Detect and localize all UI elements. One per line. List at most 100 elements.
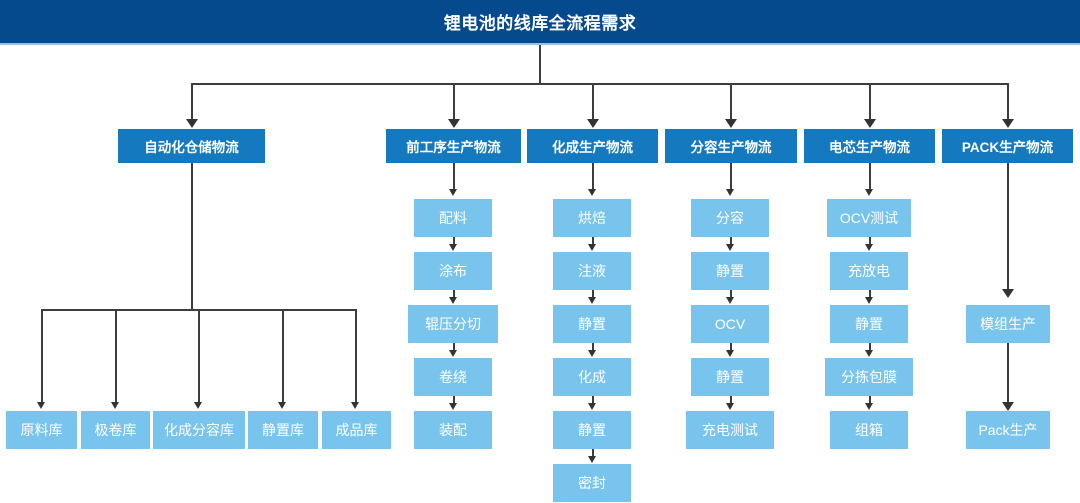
warehouse-trunk-line bbox=[191, 163, 193, 310]
warehouse-drop-2 bbox=[115, 309, 117, 404]
process-box-col5-5[interactable]: 组箱 bbox=[830, 411, 908, 449]
col2-connector-2 bbox=[453, 290, 455, 299]
arrow-warehouse-4 bbox=[278, 402, 286, 409]
col3-connector-5 bbox=[592, 449, 594, 458]
warehouse-drop-1 bbox=[41, 309, 43, 404]
process-box-col3-6[interactable]: 密封 bbox=[553, 464, 631, 502]
warehouse-drop-4 bbox=[282, 309, 284, 404]
col4-arrow-header bbox=[726, 189, 734, 196]
drop-line-col-1 bbox=[191, 83, 193, 121]
arrow-col-4 bbox=[725, 119, 737, 128]
col5-connector-1 bbox=[869, 237, 871, 246]
process-box-col2-2[interactable]: 涂布 bbox=[414, 252, 492, 290]
drop-line-col-4 bbox=[730, 83, 732, 121]
process-box-col2-1[interactable]: 配料 bbox=[414, 199, 492, 237]
col5-arrow-1 bbox=[865, 244, 873, 251]
arrow-col-5 bbox=[864, 119, 876, 128]
col2-connector-1 bbox=[453, 237, 455, 246]
process-box-col3-3[interactable]: 静置 bbox=[553, 305, 631, 343]
col5-arrow-3 bbox=[865, 350, 873, 357]
arrow-warehouse-2 bbox=[111, 402, 119, 409]
col3-arrow-3 bbox=[588, 350, 596, 357]
process-box-col4-5[interactable]: 充电测试 bbox=[686, 411, 774, 449]
arrow-col-2 bbox=[448, 119, 460, 128]
header-box-cell-production[interactable]: 电芯生产物流 bbox=[804, 129, 935, 163]
header-box-automation-warehouse[interactable]: 自动化仓储物流 bbox=[118, 129, 265, 163]
process-box-col3-5[interactable]: 静置 bbox=[553, 411, 631, 449]
col5-arrow-2 bbox=[865, 297, 873, 304]
process-box-col5-2[interactable]: 充放电 bbox=[830, 252, 908, 290]
col6-connector-1 bbox=[1007, 343, 1009, 405]
col6-arrow-header bbox=[1002, 289, 1014, 298]
warehouse-drop-3 bbox=[198, 309, 200, 404]
col2-connector-3 bbox=[453, 343, 455, 352]
warehouse-box-resting[interactable]: 静置库 bbox=[248, 411, 318, 449]
page-title: 锂电池的线库全流程需求 bbox=[443, 14, 637, 33]
col2-connector-header bbox=[453, 163, 455, 191]
process-box-col4-1[interactable]: 分容 bbox=[691, 199, 769, 237]
process-box-col4-4[interactable]: 静置 bbox=[691, 358, 769, 396]
col3-arrow-5 bbox=[588, 456, 596, 463]
col3-connector-1 bbox=[592, 237, 594, 246]
col2-arrow-4 bbox=[449, 403, 457, 410]
arrow-col-6 bbox=[1002, 119, 1014, 128]
col3-arrow-2 bbox=[588, 297, 596, 304]
col3-arrow-4 bbox=[588, 403, 596, 410]
process-box-col2-5[interactable]: 装配 bbox=[414, 411, 492, 449]
col6-arrow-1 bbox=[1002, 402, 1014, 411]
process-box-col4-2[interactable]: 静置 bbox=[691, 252, 769, 290]
col5-arrow-header bbox=[865, 189, 873, 196]
process-box-col4-3[interactable]: OCV bbox=[691, 305, 769, 343]
process-box-col2-3[interactable]: 辊压分切 bbox=[408, 305, 498, 343]
col5-connector-3 bbox=[869, 343, 871, 352]
col3-connector-2 bbox=[592, 290, 594, 299]
process-box-col6-2[interactable]: Pack生产 bbox=[966, 411, 1050, 449]
title-underline bbox=[0, 43, 1080, 45]
drop-line-col-5 bbox=[869, 83, 871, 121]
arrow-warehouse-3 bbox=[194, 402, 202, 409]
diagram-title-bar: 锂电池的线库全流程需求 bbox=[0, 0, 1080, 43]
process-box-col6-1[interactable]: 模组生产 bbox=[966, 305, 1050, 343]
warehouse-box-formation-grading[interactable]: 化成分容库 bbox=[153, 411, 245, 449]
col3-connector-header bbox=[592, 163, 594, 191]
process-box-col2-4[interactable]: 卷绕 bbox=[414, 358, 492, 396]
col4-connector-header bbox=[730, 163, 732, 191]
col2-arrow-3 bbox=[449, 350, 457, 357]
drop-line-col-3 bbox=[592, 83, 594, 121]
header-box-pack-production[interactable]: PACK生产物流 bbox=[942, 129, 1073, 163]
process-box-col3-1[interactable]: 烘焙 bbox=[553, 199, 631, 237]
col2-arrow-2 bbox=[449, 297, 457, 304]
col4-connector-3 bbox=[730, 343, 732, 352]
arrow-col-3 bbox=[587, 119, 599, 128]
warehouse-box-raw-material[interactable]: 原料库 bbox=[6, 411, 77, 449]
process-box-col5-3[interactable]: 静置 bbox=[830, 305, 908, 343]
arrow-col-1 bbox=[186, 119, 198, 128]
process-box-col5-1[interactable]: OCV测试 bbox=[827, 199, 911, 237]
col3-arrow-1 bbox=[588, 244, 596, 251]
arrow-warehouse-1 bbox=[37, 402, 45, 409]
process-box-col3-2[interactable]: 注液 bbox=[553, 252, 631, 290]
process-box-col3-4[interactable]: 化成 bbox=[553, 358, 631, 396]
col4-arrow-2 bbox=[726, 297, 734, 304]
header-box-grading[interactable]: 分容生产物流 bbox=[665, 129, 797, 163]
col5-connector-header bbox=[869, 163, 871, 191]
header-box-pre-process[interactable]: 前工序生产物流 bbox=[386, 129, 521, 163]
process-box-col5-4[interactable]: 分拣包膜 bbox=[825, 358, 913, 396]
warehouse-drop-5 bbox=[355, 309, 357, 404]
header-box-formation[interactable]: 化成生产物流 bbox=[527, 129, 658, 163]
col5-connector-4 bbox=[869, 396, 871, 405]
arrow-warehouse-5 bbox=[351, 402, 359, 409]
col2-arrow-1 bbox=[449, 244, 457, 251]
warehouse-box-electrode-roll[interactable]: 极卷库 bbox=[81, 411, 150, 449]
col4-arrow-4 bbox=[726, 403, 734, 410]
col3-connector-4 bbox=[592, 396, 594, 405]
col4-arrow-3 bbox=[726, 350, 734, 357]
warehouse-box-finished-goods[interactable]: 成品库 bbox=[322, 411, 391, 449]
col4-connector-4 bbox=[730, 396, 732, 405]
col3-arrow-header bbox=[588, 189, 596, 196]
col2-connector-4 bbox=[453, 396, 455, 405]
root-bus-line bbox=[191, 83, 1008, 85]
col2-arrow-header bbox=[449, 189, 457, 196]
col5-arrow-4 bbox=[865, 403, 873, 410]
